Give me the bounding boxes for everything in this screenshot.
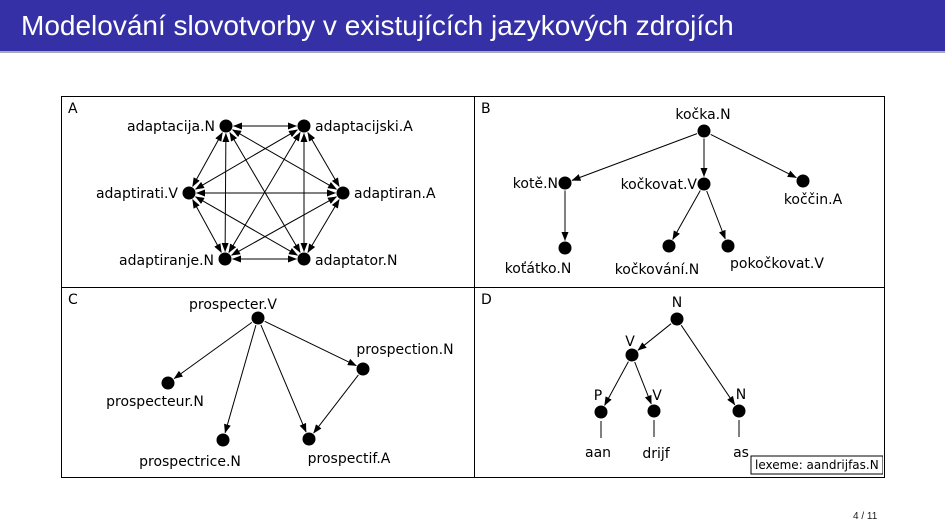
graph-node-acijski: [297, 119, 311, 133]
page-number: 4 / 11: [853, 511, 878, 522]
graph-edge-prospecter-prospection: [264, 320, 357, 367]
graph-edge-prospecter-prospectrice: [224, 325, 257, 434]
graph-edge-acija-irati: [192, 132, 223, 187]
graph-node-kockovani: [662, 239, 676, 253]
graph-label: koťátko.N: [505, 261, 572, 277]
graph-label: adaptator.N: [315, 253, 397, 269]
graph-node-prospection: [356, 362, 370, 376]
graph-label: kočkování.N: [615, 262, 700, 278]
graph-node-prospectrice: [216, 433, 230, 447]
graph-edge-v-mid-p: [604, 361, 629, 406]
graph-edge-kocka-koccin: [710, 133, 797, 179]
graph-node-koccin: [796, 174, 810, 188]
graph-node-v2: [647, 404, 661, 418]
graph-label: V: [652, 388, 662, 404]
graph-node-kockovat: [697, 177, 711, 191]
graph-node-ator: [297, 252, 311, 266]
graph-label: adaptiranje.N: [119, 253, 214, 269]
graph-node-prospectif: [302, 432, 316, 446]
graph-label: drijf: [642, 446, 670, 462]
graph-label: kočka.N: [675, 107, 730, 123]
graph-edge-prospecter-prospecteur: [173, 321, 253, 380]
graph-label: P: [594, 388, 602, 404]
graph-node-kotatko: [558, 241, 572, 255]
panel-label-c: C: [68, 292, 78, 308]
graph-node-prospecteur: [161, 376, 175, 390]
graph-node-n-root: [670, 312, 684, 326]
graph-edge-iran-ator: [307, 199, 340, 253]
graph-label: adaptirati.V: [96, 186, 178, 202]
graph-edge-acijski-iran: [307, 132, 340, 187]
graph-node-v-mid: [625, 348, 639, 362]
graph-label: kočkovat.V: [621, 177, 698, 193]
graph-label: prospecteur.N: [106, 394, 204, 410]
slide-title: Modelování slovotvorby v existujících ja…: [21, 9, 734, 41]
graph-edge-kocka-kote: [571, 133, 698, 181]
graph-edge-prospecter-prospectif: [260, 324, 307, 433]
graph-label: prospecter.V: [189, 297, 277, 313]
graph-label: V: [625, 334, 635, 350]
graph-label: pokočkovat.V: [730, 256, 824, 272]
panel-label-d: D: [481, 292, 492, 308]
panel-label-a: A: [68, 101, 78, 117]
graph-edge-kockovat-pokockovat: [706, 190, 726, 240]
graph-label: kotě.N: [513, 176, 558, 192]
graph-label: adaptacijski.A: [315, 119, 413, 135]
graph-label: koččin.A: [784, 192, 843, 208]
graph-label: N: [672, 295, 682, 311]
graph-node-irati: [182, 186, 196, 200]
graph-node-kote: [558, 176, 572, 190]
panel-label-b: B: [481, 101, 491, 117]
graph-edge-kockovat-kockovani: [672, 190, 701, 240]
graph-node-iranje: [218, 252, 232, 266]
graph-edge-n-root-n2: [680, 324, 736, 406]
graph-label: aan: [585, 445, 611, 461]
graph-node-n2: [732, 404, 746, 418]
graph-label: N: [736, 387, 746, 403]
graph-label: as: [733, 445, 749, 461]
graph-label: prospectrice.N: [139, 454, 241, 470]
graph-label: adaptacija.N: [127, 119, 215, 135]
graph-node-iran: [336, 186, 350, 200]
graph-edge-v-mid-v2: [634, 361, 652, 405]
graph-label: adaptiran.A: [354, 186, 436, 202]
graph-edge-irati-iranje: [192, 199, 222, 253]
graph-node-kocka: [697, 124, 711, 138]
lexeme-note-text: lexeme: aandrijfas.N: [755, 458, 879, 472]
lexeme-note-box: [750, 455, 883, 475]
title-bar: Modelování slovotvorby v existujících ja…: [0, 0, 945, 53]
graph-label: prospectif.A: [308, 451, 391, 467]
graph-edge-prospection-prospectif: [313, 374, 359, 434]
graph-node-pokockovat: [721, 239, 735, 253]
graph-edge-n-root-v-mid: [637, 323, 672, 351]
graph-label: prospection.N: [356, 342, 453, 358]
graph-node-p: [594, 405, 608, 419]
graph-node-prospecter: [251, 311, 265, 325]
graph-node-acija: [219, 119, 233, 133]
graph-edge-acijski-irati: [195, 129, 298, 190]
